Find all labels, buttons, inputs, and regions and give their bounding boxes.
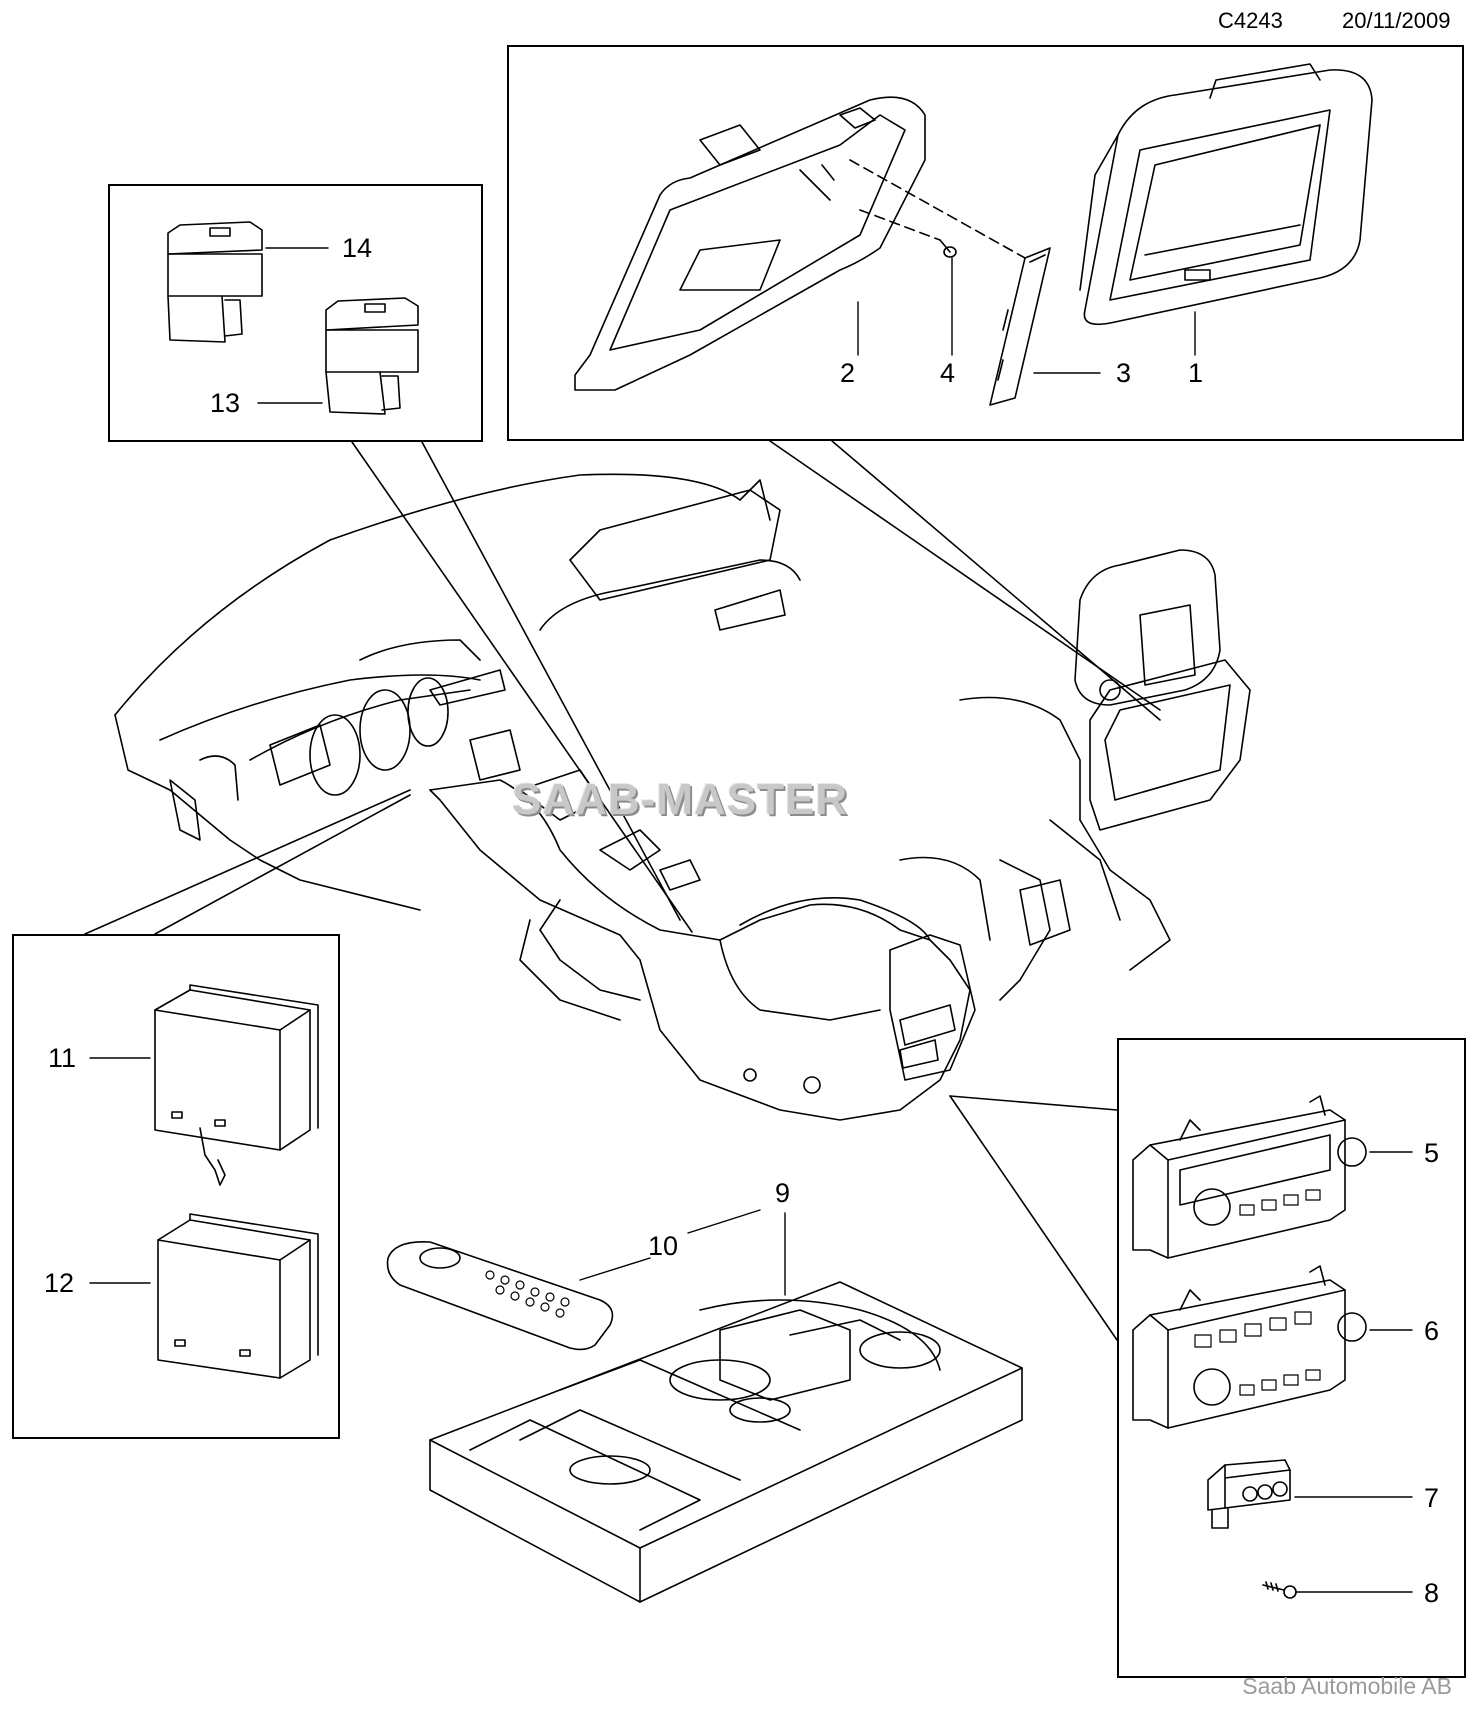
part-3-cover-strip xyxy=(989,247,1051,406)
part-12-module xyxy=(157,1213,319,1379)
callout-5[interactable]: 5 xyxy=(1424,1138,1440,1168)
inset-box-modules xyxy=(12,934,340,1439)
part-13-switch xyxy=(325,297,419,415)
callout-12[interactable]: 12 xyxy=(44,1268,75,1298)
diagram-code: C4243 xyxy=(1218,8,1283,33)
callout-14[interactable]: 14 xyxy=(342,233,373,263)
footer-brand: Saab Automobile AB xyxy=(1242,1673,1452,1699)
callout-8[interactable]: 8 xyxy=(1424,1578,1440,1608)
part-9-headphone-kit xyxy=(429,1281,1023,1603)
inset-leader-lines xyxy=(84,440,1161,1341)
inset-box-screens xyxy=(507,45,1464,441)
callout-11[interactable]: 11 xyxy=(48,1043,77,1073)
callout-3[interactable]: 3 xyxy=(1116,358,1132,388)
part-7-switch-block xyxy=(1207,1459,1291,1529)
callout-10[interactable]: 10 xyxy=(648,1231,679,1261)
inset-box-switches xyxy=(108,184,483,442)
callout-1[interactable]: 1 xyxy=(1188,358,1204,388)
part-8-screw xyxy=(1262,1581,1297,1599)
part-6-control-panel xyxy=(1132,1265,1367,1429)
part-5-control-panel xyxy=(1132,1095,1367,1259)
part-1-rear-monitor xyxy=(1079,63,1373,326)
center-console-outline xyxy=(429,729,976,1121)
diagram-date: 20/11/2009 xyxy=(1342,8,1451,33)
callout-6[interactable]: 6 xyxy=(1424,1316,1440,1346)
part-14-switch xyxy=(167,221,263,343)
watermark-text: SAAB-MASTER xyxy=(512,775,849,824)
callout-2[interactable]: 2 xyxy=(840,358,856,388)
callout-leaders xyxy=(89,247,1413,1593)
rear-seat-outline xyxy=(899,549,1251,1001)
part-10-remote xyxy=(386,1241,614,1351)
inset-box-control-panels xyxy=(1117,1038,1466,1678)
part-2-monitor-housing xyxy=(574,96,926,391)
callout-13[interactable]: 13 xyxy=(210,388,241,418)
callout-7[interactable]: 7 xyxy=(1424,1483,1440,1513)
callout-4[interactable]: 4 xyxy=(940,358,956,388)
callout-9[interactable]: 9 xyxy=(775,1178,791,1208)
dashboard-interior-outline xyxy=(114,473,801,911)
part-11-module xyxy=(154,984,319,1186)
part-4-screw xyxy=(939,239,957,258)
